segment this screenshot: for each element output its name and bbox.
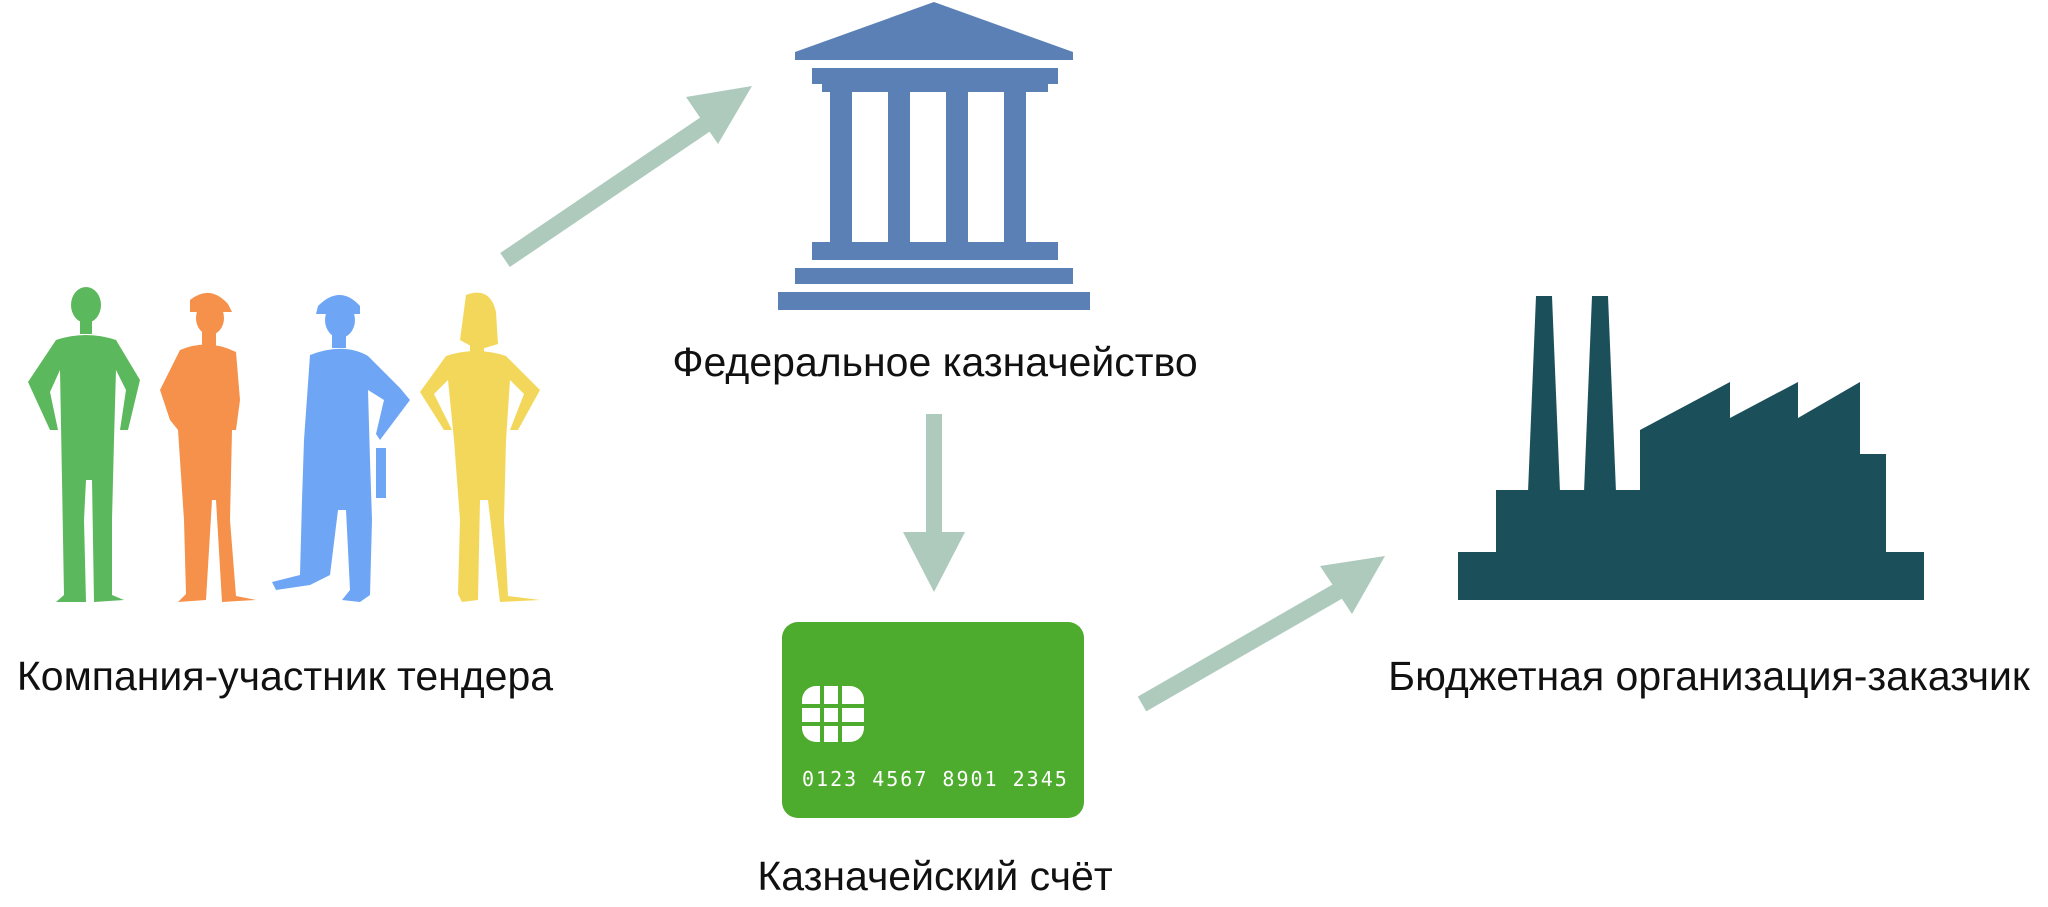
- label-account: Казначейский счёт: [757, 853, 1113, 899]
- factory-icon: [1458, 296, 1924, 600]
- person-blue-icon: [272, 295, 410, 602]
- card-number: 0123 4567 8901 2345: [802, 767, 1069, 791]
- card-chip-icon: [802, 686, 864, 742]
- bank-card-icon: 0123 4567 8901 2345: [782, 622, 1084, 818]
- person-orange-icon: [160, 292, 256, 602]
- person-green-icon: [28, 287, 140, 602]
- government-building-icon: [778, 2, 1090, 310]
- label-customer: Бюджетная организация-заказчик: [1388, 653, 2030, 699]
- arrow-treasury-to-account: [903, 414, 965, 592]
- people-silhouettes-icon: [28, 287, 540, 602]
- label-company: Компания-участник тендера: [16, 653, 554, 699]
- person-yellow-icon: [420, 292, 540, 602]
- label-treasury: Федеральное казначейство: [672, 339, 1198, 385]
- arrow-account-to-customer: [1137, 556, 1385, 712]
- arrow-company-to-treasury: [500, 86, 752, 268]
